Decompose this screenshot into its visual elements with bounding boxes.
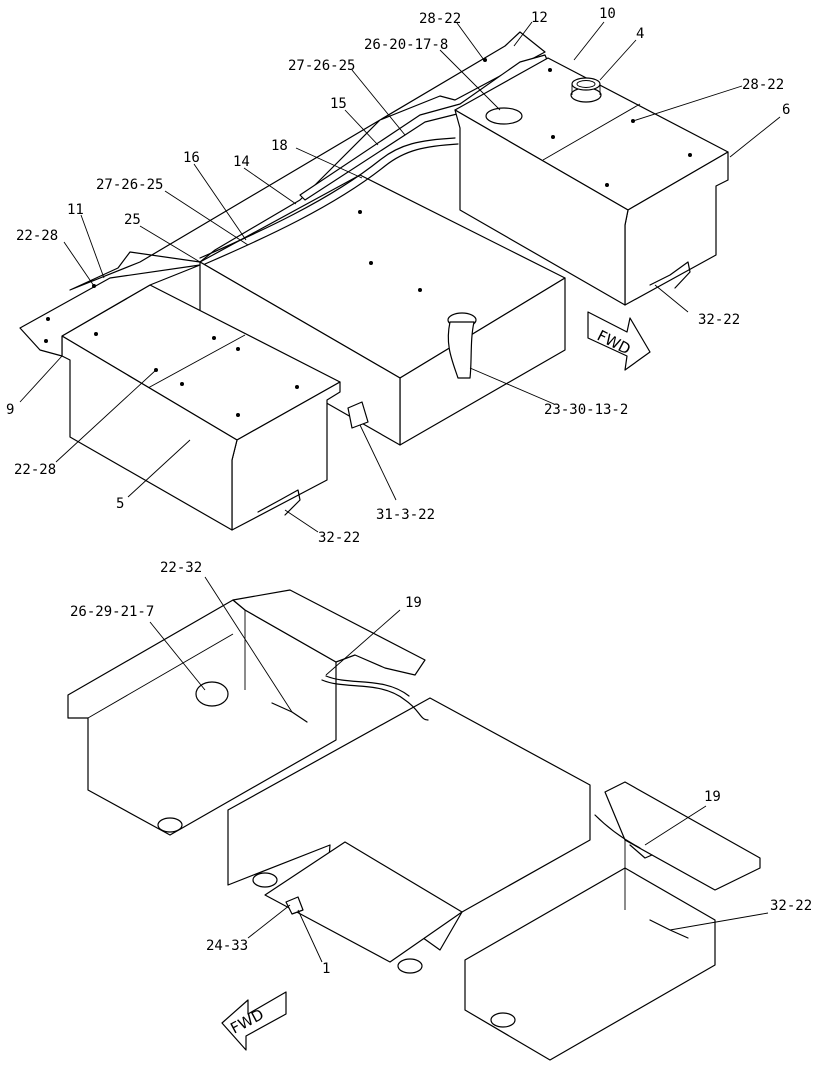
callout-22-28: 22-28: [16, 228, 58, 244]
callout-24-33: 24-33: [206, 938, 248, 954]
bottom-assembly: [67, 589, 761, 1061]
sender-plate: [485, 107, 523, 125]
bottom-right-plate: [604, 781, 761, 891]
callout-26-20-17-8: 26-20-17-8: [364, 37, 448, 53]
callout-27-26-25: 27-26-25: [288, 58, 355, 74]
fitting: [285, 896, 304, 915]
callout-6: 6: [782, 102, 790, 118]
callout-31-3-22: 31-3-22: [376, 507, 435, 523]
bottom-mounting-plate: [232, 589, 426, 676]
callout-10: 10: [599, 6, 616, 22]
fwd-arrow-bottom: FWD: [221, 991, 287, 1051]
center-tank-bottom-panel: [264, 841, 463, 963]
top-leaders: [19, 21, 781, 533]
right-tank-left: [454, 109, 629, 306]
callout-19-upper: 19: [405, 595, 422, 611]
top-callouts: 28-22 12 10 4 26-20-17-8 27-26-25 28-22 …: [6, 6, 790, 546]
callout-15: 15: [330, 96, 347, 112]
bottom-leaders: [149, 576, 769, 963]
callout-22-28-lower: 22-28: [14, 462, 56, 478]
callout-23-30-13-2: 23-30-13-2: [544, 402, 628, 418]
callout-9: 9: [6, 402, 14, 418]
bottom-fuel-line: [321, 679, 429, 721]
callout-28-22-right: 28-22: [742, 77, 784, 93]
callout-28-22: 28-22: [419, 11, 461, 27]
callout-32-22-left: 32-22: [318, 530, 360, 546]
top-assembly: [19, 31, 729, 531]
fuel-line: [199, 137, 456, 259]
fwd-arrow-top: FWD: [587, 311, 651, 371]
callout-5: 5: [116, 496, 124, 512]
callout-27-26-25-left: 27-26-25: [96, 177, 163, 193]
callout-18: 18: [271, 138, 288, 154]
callout-16: 16: [183, 150, 200, 166]
callout-26-29-21-7: 26-29-21-7: [70, 604, 154, 620]
callout-1: 1: [322, 961, 330, 977]
bolt-dots: [44, 58, 692, 417]
callout-14: 14: [233, 154, 250, 170]
callout-22-32: 22-32: [160, 560, 202, 576]
left-mounting-plate: [19, 264, 201, 357]
callout-12: 12: [531, 10, 548, 26]
callout-19-lower: 19: [704, 789, 721, 805]
bottom-center-tank: [227, 697, 591, 951]
bottom-callouts: 22-32 26-29-21-7 19 19 32-22 24-33 1: [70, 560, 812, 977]
callout-32-22-bottom: 32-22: [770, 898, 812, 914]
callout-25: 25: [124, 212, 141, 228]
left-tank-left: [61, 335, 238, 531]
callout-11: 11: [67, 202, 84, 218]
callout-32-22-right: 32-22: [698, 312, 740, 328]
callout-4: 4: [636, 26, 644, 42]
bracket: [347, 401, 369, 429]
bottom-right-tank: [464, 867, 716, 1061]
drain-plate: [195, 681, 229, 707]
